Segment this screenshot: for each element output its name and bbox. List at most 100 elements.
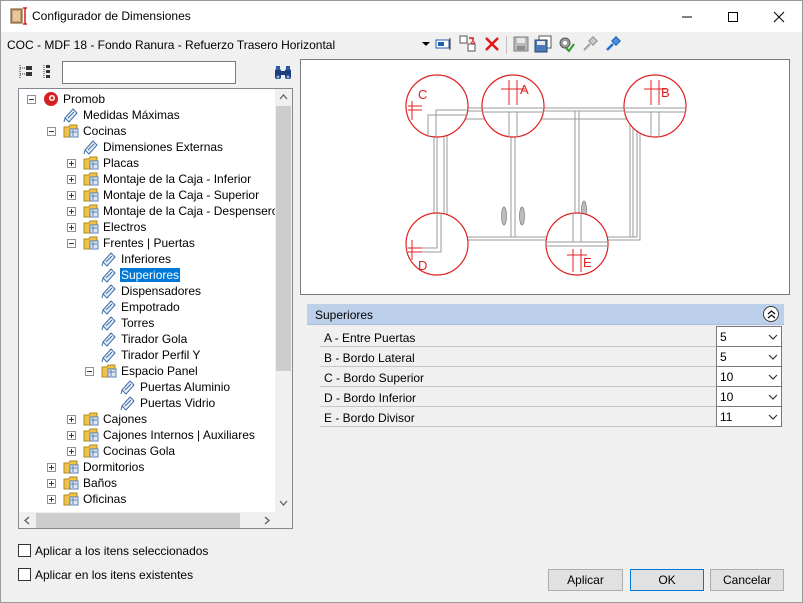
- configuration-selector[interactable]: COC - MDF 18 - Fondo Ranura - Refuerzo T…: [7, 38, 336, 52]
- expand-toggle-icon[interactable]: [67, 415, 76, 424]
- settings-check-icon[interactable]: [557, 35, 575, 53]
- tree-node[interactable]: Cajones: [19, 411, 275, 427]
- tree-node[interactable]: Promob: [19, 91, 275, 107]
- rename-icon[interactable]: [435, 35, 453, 53]
- property-value-select[interactable]: 5: [716, 326, 782, 347]
- apply-selected-label: Aplicar a los itens seleccionados: [35, 544, 209, 558]
- tree-node-label: Montaje de la Caja - Superior: [103, 188, 260, 202]
- tree-node[interactable]: Montaje de la Caja - Inferior: [19, 171, 275, 187]
- property-value-select[interactable]: 11: [716, 406, 782, 427]
- tree-vertical-scroll-thumb[interactable]: [276, 106, 291, 371]
- checkbox-box[interactable]: [18, 568, 31, 581]
- tree-node[interactable]: Puertas Vidrio: [19, 395, 275, 411]
- folder-icon: [83, 155, 99, 171]
- callout-a-label: A: [520, 82, 529, 97]
- tree-horizontal-scroll-thumb[interactable]: [36, 513, 240, 528]
- ok-button[interactable]: OK: [630, 569, 704, 591]
- expand-toggle-icon[interactable]: [67, 191, 76, 200]
- checkbox-box[interactable]: [18, 544, 31, 557]
- collapse-toggle-icon[interactable]: [27, 95, 36, 104]
- collapse-all-icon[interactable]: [39, 63, 57, 81]
- tree-node[interactable]: Tirador Perfil Y: [19, 347, 275, 363]
- delete-icon[interactable]: [483, 35, 501, 53]
- expand-toggle-icon[interactable]: [67, 175, 76, 184]
- expand-toggle-icon[interactable]: [47, 479, 56, 488]
- tree-node[interactable]: Oficinas: [19, 491, 275, 507]
- apply-selected-checkbox[interactable]: Aplicar a los itens seleccionados: [18, 543, 278, 559]
- expand-toggle-icon[interactable]: [67, 223, 76, 232]
- expand-all-icon[interactable]: [17, 63, 35, 81]
- tree-node[interactable]: Puertas Aluminio: [19, 379, 275, 395]
- tree-node-label: Tirador Gola: [121, 332, 188, 346]
- tree-node[interactable]: Placas: [19, 155, 275, 171]
- binoculars-search-icon[interactable]: [274, 65, 292, 81]
- window-title: Configurador de Dimensiones: [32, 9, 191, 23]
- property-value-select[interactable]: 10: [716, 386, 782, 407]
- copy-icon[interactable]: [459, 35, 477, 53]
- save-icon[interactable]: [512, 35, 530, 53]
- tree-horizontal-scrollbar[interactable]: [19, 512, 275, 528]
- minimize-button[interactable]: [664, 1, 710, 32]
- apply-existing-label: Aplicar en los itens existentes: [35, 568, 194, 582]
- tree-vertical-scrollbar[interactable]: [275, 89, 292, 512]
- dimension-item-icon: [83, 139, 99, 155]
- collapse-toggle-icon[interactable]: [67, 239, 76, 248]
- tree-node[interactable]: Superiores: [19, 267, 275, 283]
- collapse-toggle-icon[interactable]: [47, 127, 56, 136]
- folder-icon: [83, 171, 99, 187]
- expand-toggle-icon[interactable]: [47, 463, 56, 472]
- property-value-select[interactable]: 5: [716, 346, 782, 367]
- save-as-icon[interactable]: [534, 35, 552, 53]
- expand-toggle-icon[interactable]: [47, 495, 56, 504]
- scroll-left-arrow[interactable]: [19, 512, 36, 528]
- property-value: 5: [720, 350, 727, 364]
- tree-node[interactable]: Medidas Máximas: [19, 107, 275, 123]
- tree-node[interactable]: Dimensiones Externas: [19, 139, 275, 155]
- tree-node[interactable]: Electros: [19, 219, 275, 235]
- tree-node[interactable]: Inferiores: [19, 251, 275, 267]
- tree-node[interactable]: Tirador Gola: [19, 331, 275, 347]
- tree-node[interactable]: Cajones Internos | Auxiliares: [19, 427, 275, 443]
- link-icon[interactable]: [604, 35, 622, 53]
- tree-node[interactable]: Baños: [19, 475, 275, 491]
- expand-toggle-icon[interactable]: [67, 159, 76, 168]
- tree-node[interactable]: Frentes | Puertas: [19, 235, 275, 251]
- scroll-right-arrow[interactable]: [258, 512, 275, 528]
- scroll-up-arrow[interactable]: [275, 89, 292, 106]
- property-section-title: Superiores: [315, 308, 374, 322]
- collapse-toggle-icon[interactable]: [85, 367, 94, 376]
- tree-node[interactable]: Empotrado: [19, 299, 275, 315]
- cancel-button[interactable]: Cancelar: [710, 569, 784, 591]
- scroll-down-arrow[interactable]: [275, 495, 292, 512]
- tree-node[interactable]: Montaje de la Caja - Despensero | To: [19, 203, 275, 219]
- expand-toggle-icon[interactable]: [67, 207, 76, 216]
- tree-node-label: Montaje de la Caja - Inferior: [103, 172, 252, 186]
- dropdown-arrow-icon[interactable]: [421, 38, 431, 50]
- property-value-select[interactable]: 10: [716, 366, 782, 387]
- property-section-header[interactable]: Superiores: [307, 304, 784, 325]
- apply-existing-checkbox[interactable]: Aplicar en los itens existentes: [18, 567, 278, 583]
- tree-node[interactable]: Dispensadores: [19, 283, 275, 299]
- tree-node[interactable]: Montaje de la Caja - Superior: [19, 187, 275, 203]
- tree-node[interactable]: Dormitorios: [19, 459, 275, 475]
- pin-icon[interactable]: [581, 35, 599, 53]
- collapse-section-button[interactable]: [763, 306, 779, 322]
- tree-node[interactable]: Torres: [19, 315, 275, 331]
- apply-button[interactable]: Aplicar: [548, 569, 623, 591]
- tree-node[interactable]: Cocinas: [19, 123, 275, 139]
- tree-node-label: Cocinas: [83, 124, 127, 138]
- tree-node-label: Torres: [121, 316, 155, 330]
- app-icon: [10, 7, 27, 25]
- dimension-item-icon: [120, 379, 136, 395]
- dimension-item-icon: [101, 283, 117, 299]
- expand-toggle-icon[interactable]: [67, 447, 76, 456]
- tree-node[interactable]: Cocinas Gola: [19, 443, 275, 459]
- tree-search-input[interactable]: [62, 61, 236, 84]
- close-button[interactable]: [756, 1, 802, 32]
- maximize-button[interactable]: [710, 1, 756, 32]
- expand-toggle-icon[interactable]: [67, 431, 76, 440]
- tree-node-label: Dimensiones Externas: [103, 140, 224, 154]
- dimension-item-icon: [101, 315, 117, 331]
- tree-node[interactable]: Espacio Panel: [19, 363, 275, 379]
